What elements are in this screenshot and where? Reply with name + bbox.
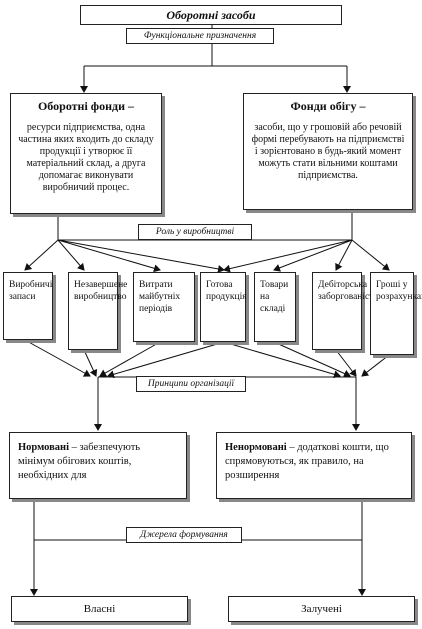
diagram-title: Оборотні засоби (166, 8, 256, 22)
non-normed-heading: Ненормовані (225, 442, 287, 453)
role-label: Роль у виробництві (138, 224, 252, 240)
own-sources-box: Власні (11, 596, 188, 622)
sources-label: Джерела формування (126, 527, 242, 543)
non-normed-box: Ненормовані – додаткові кошти, що спрямо… (216, 432, 412, 499)
own-sources-label: Власні (83, 603, 116, 615)
circulation-funds-box: Фонди обігу – засоби, що у грошовій або … (243, 93, 413, 210)
working-funds-text: ресурси підприємства, одна частина яких … (18, 122, 154, 193)
item-goods-in-stock: Товари на складі (254, 272, 296, 342)
normed-box: Нормовані – забезпечують мінімум обігови… (9, 432, 187, 499)
title-box: Оборотні засоби (80, 5, 342, 25)
non-normed-text: – додаткові кошти, що спрямовуються, як … (225, 442, 389, 481)
normed-text: – забезпечують мінімум обігових коштів, … (18, 442, 141, 481)
item-production-stocks: Виробничі запаси (3, 272, 53, 340)
item-finished-goods: Готова продукція (200, 272, 247, 342)
item-deferred-expenses: Витрати майбутніх періодів (133, 272, 195, 342)
item-cash-in-settlements: Гроші у розрахунках (370, 272, 422, 355)
borrowed-sources-box: Залучені (228, 596, 415, 622)
circulation-funds-text: засоби, що у грошовій або речовій формі … (251, 122, 405, 181)
item-receivables: Дебіторська заборгованість (312, 272, 378, 350)
borrowed-sources-label: Залучені (301, 603, 342, 615)
principles-label: Принципи організації (136, 376, 246, 392)
function-label: Функціональне призначення (126, 28, 274, 44)
normed-heading: Нормовані (18, 442, 69, 453)
item-work-in-progress: Незавершене виробництво (68, 272, 127, 350)
working-funds-box: Оборотні фонди – ресурси підприємства, о… (10, 93, 162, 214)
working-funds-heading: Оборотні фонди – (37, 99, 135, 113)
circulation-funds-heading: Фонди обігу – (290, 99, 366, 113)
